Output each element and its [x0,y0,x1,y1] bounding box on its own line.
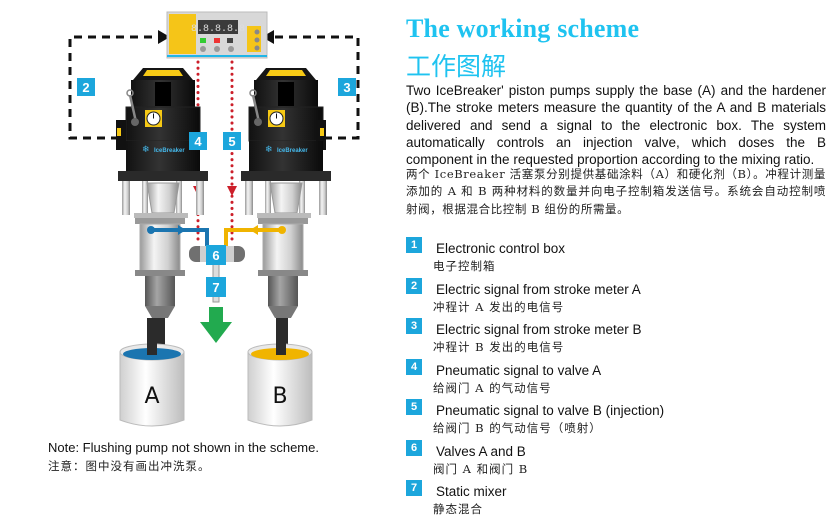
electric-signal-line-b [272,35,360,140]
bucket-b: B [247,318,313,427]
page-title-cn: 工作图解 [406,52,507,81]
snowflake-icon: ❄ [265,144,273,154]
description-en: Two IceBreaker' piston pumps supply the … [406,83,826,168]
arrow-down-icon [227,186,237,196]
legend-label-cn: 冲程计 B 发出的电信号 [433,340,565,354]
material-line-a [151,228,209,246]
legend-item-7: 7 Static mixer 静态混合 [406,480,826,521]
legend-label-cn: 给阀门 A 的气动信号 [433,380,552,395]
svg-text:3: 3 [343,80,350,95]
legend-item-3: 3 Electric signal from stroke meter B 冲程… [406,318,826,359]
electric-signal-line-a [68,35,160,140]
legend-badge: 6 [406,439,422,456]
arrow-left-icon [262,30,274,44]
material-line-b [224,228,282,246]
legend-badge: 2 [406,277,422,294]
pump-a-brand: IceBreaker [154,148,185,154]
legend-label-en: Valves A and B [436,443,526,459]
mixed-output-arrow-icon [200,307,232,343]
bucket-a-label: A [144,384,159,409]
callout-badge-3: 3 [338,78,356,96]
arrow-left-icon [250,225,258,235]
legend-label-cn: 静态混合 [433,502,483,516]
legend-label-cn: 给阀门 B 的气动信号（喷射） [433,421,602,435]
pump-b-brand: IceBreaker [277,148,308,154]
note-en: Note: Flushing pump not shown in the sch… [48,440,319,455]
legend-label-cn: 冲程计 A 发出的电信号 [433,299,565,314]
svg-text:4: 4 [194,134,202,149]
legend-label-cn: 电子控制箱 [433,259,496,273]
legend-badge: 5 [406,399,422,415]
svg-text:7: 7 [212,280,219,295]
description-cn: 两个 IceBreaker 活塞泵分别提供基础涂料（A）和硬化剂（B）。冲程计测… [406,167,826,216]
callout-badge-2: 2 [77,78,95,96]
legend-label-en: Static mixer [436,484,507,499]
note-cn: 注意：图中没有画出冲洗泵。 [48,459,211,473]
legend-label-en: Electric signal from stroke meter B [436,322,642,337]
legend-item-6: 6 Valves A and B 阀门 A 和阀门 B [406,439,826,481]
legend-label-en: Pneumatic signal to valve B (injection) [436,403,665,418]
callout-badge-7: 7 [206,277,226,297]
legend-badge: 3 [406,318,422,334]
bucket-b-label: B [272,384,287,409]
callout-badge-5: 5 [223,132,241,150]
legend-item-5: 5 Pneumatic signal to valve B (injection… [406,399,826,440]
piston-pump-a: IceBreaker ❄ [116,68,208,370]
working-scheme-diagram: 8.8.8.8.8 IceBreaker ❄ [68,11,360,427]
piston-pump-b: IceBreaker ❄ [241,68,331,370]
callout-badge-6: 6 [206,245,226,265]
page-title: The working scheme [406,14,640,43]
callout-badge-4: 4 [189,132,207,150]
snowflake-icon: ❄ [142,144,150,154]
svg-text:2: 2 [82,80,89,95]
legend-badge: 1 [406,237,422,253]
legend-item-4: 4 Pneumatic signal to valve A 给阀门 A 的气动信… [406,358,826,400]
arrow-right-icon [158,30,170,44]
svg-text:5: 5 [228,134,235,149]
bucket-a: A [119,318,185,427]
legend-label-cn: 阀门 A 和阀门 B [433,461,529,476]
legend-label-en: Pneumatic signal to valve A [436,362,602,378]
arrow-right-icon [178,225,186,235]
svg-text:6: 6 [212,248,219,263]
control-box-display: 8.8.8.8.8 [191,24,245,35]
legend-item-2: 2 Electric signal from stroke meter A 冲程… [406,277,826,319]
legend-badge: 4 [406,358,422,375]
legend-label-en: Electric signal from stroke meter A [436,281,641,297]
electronic-control-box: 8.8.8.8.8 [166,11,268,59]
legend-item-1: 1 Electronic control box 电子控制箱 [406,237,826,278]
legend-list: 1 Electronic control box 电子控制箱 2 Electri… [406,237,826,521]
legend-badge: 7 [406,480,422,496]
legend-label-en: Electronic control box [436,241,566,256]
